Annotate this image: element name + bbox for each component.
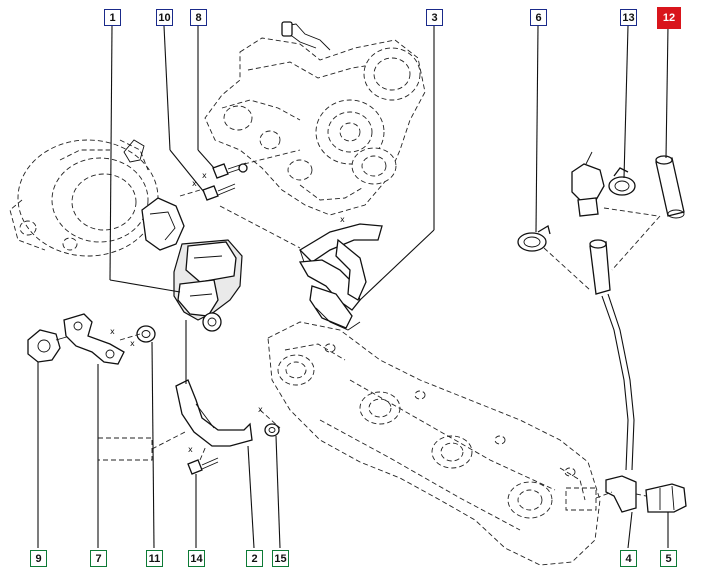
bolt-part-10 <box>202 183 236 201</box>
bracket-part-2 <box>175 379 253 447</box>
mark-x: x <box>130 339 135 348</box>
bracket-position-outline <box>97 437 153 461</box>
callout-9[interactable]: 9 <box>30 550 47 567</box>
hose-part-12 <box>655 155 685 219</box>
mark-x: x <box>340 215 345 224</box>
nut-part-15 <box>264 423 280 437</box>
mark-x: x <box>202 171 207 180</box>
vacuum-hose-part-3 <box>298 223 383 331</box>
actuator-valve-part-1 <box>141 197 243 332</box>
exhaust-manifold-outline <box>267 321 601 566</box>
callout-6[interactable]: 6 <box>530 9 547 26</box>
bolt-part-8 <box>212 162 248 179</box>
callout-12-selected[interactable]: 12 <box>657 7 681 29</box>
callout-2[interactable]: 2 <box>246 550 263 567</box>
pump-housing-outline <box>9 139 159 257</box>
mark-x: x <box>192 179 197 188</box>
callout-1[interactable]: 1 <box>104 9 121 26</box>
leader-lines <box>37 25 669 549</box>
callout-15[interactable]: 15 <box>272 550 289 567</box>
washer-part-11 <box>136 325 156 343</box>
engine-block-outline <box>204 21 426 216</box>
bolt-part-14 <box>187 457 219 475</box>
mark-x: x <box>258 405 263 414</box>
pressure-sensor <box>571 151 605 217</box>
callout-10[interactable]: 10 <box>156 9 173 26</box>
callout-13[interactable]: 13 <box>620 9 637 26</box>
bracket-part-7 <box>63 313 125 365</box>
union-bolt-part-5 <box>645 483 687 513</box>
connector-part-9 <box>27 329 71 363</box>
alignment-marks: x x x x x x x <box>110 171 345 454</box>
callout-14[interactable]: 14 <box>188 550 205 567</box>
mark-x: x <box>188 445 193 454</box>
callout-4[interactable]: 4 <box>620 550 637 567</box>
callout-7[interactable]: 7 <box>90 550 107 567</box>
callout-11[interactable]: 11 <box>146 550 163 567</box>
callout-3[interactable]: 3 <box>426 9 443 26</box>
mark-x: x <box>110 327 115 336</box>
pipe-part-4 <box>589 239 637 513</box>
callout-8[interactable]: 8 <box>190 9 207 26</box>
clamp-part-13 <box>608 167 636 196</box>
callout-5[interactable]: 5 <box>660 550 677 567</box>
clamp-part-6 <box>517 224 551 252</box>
